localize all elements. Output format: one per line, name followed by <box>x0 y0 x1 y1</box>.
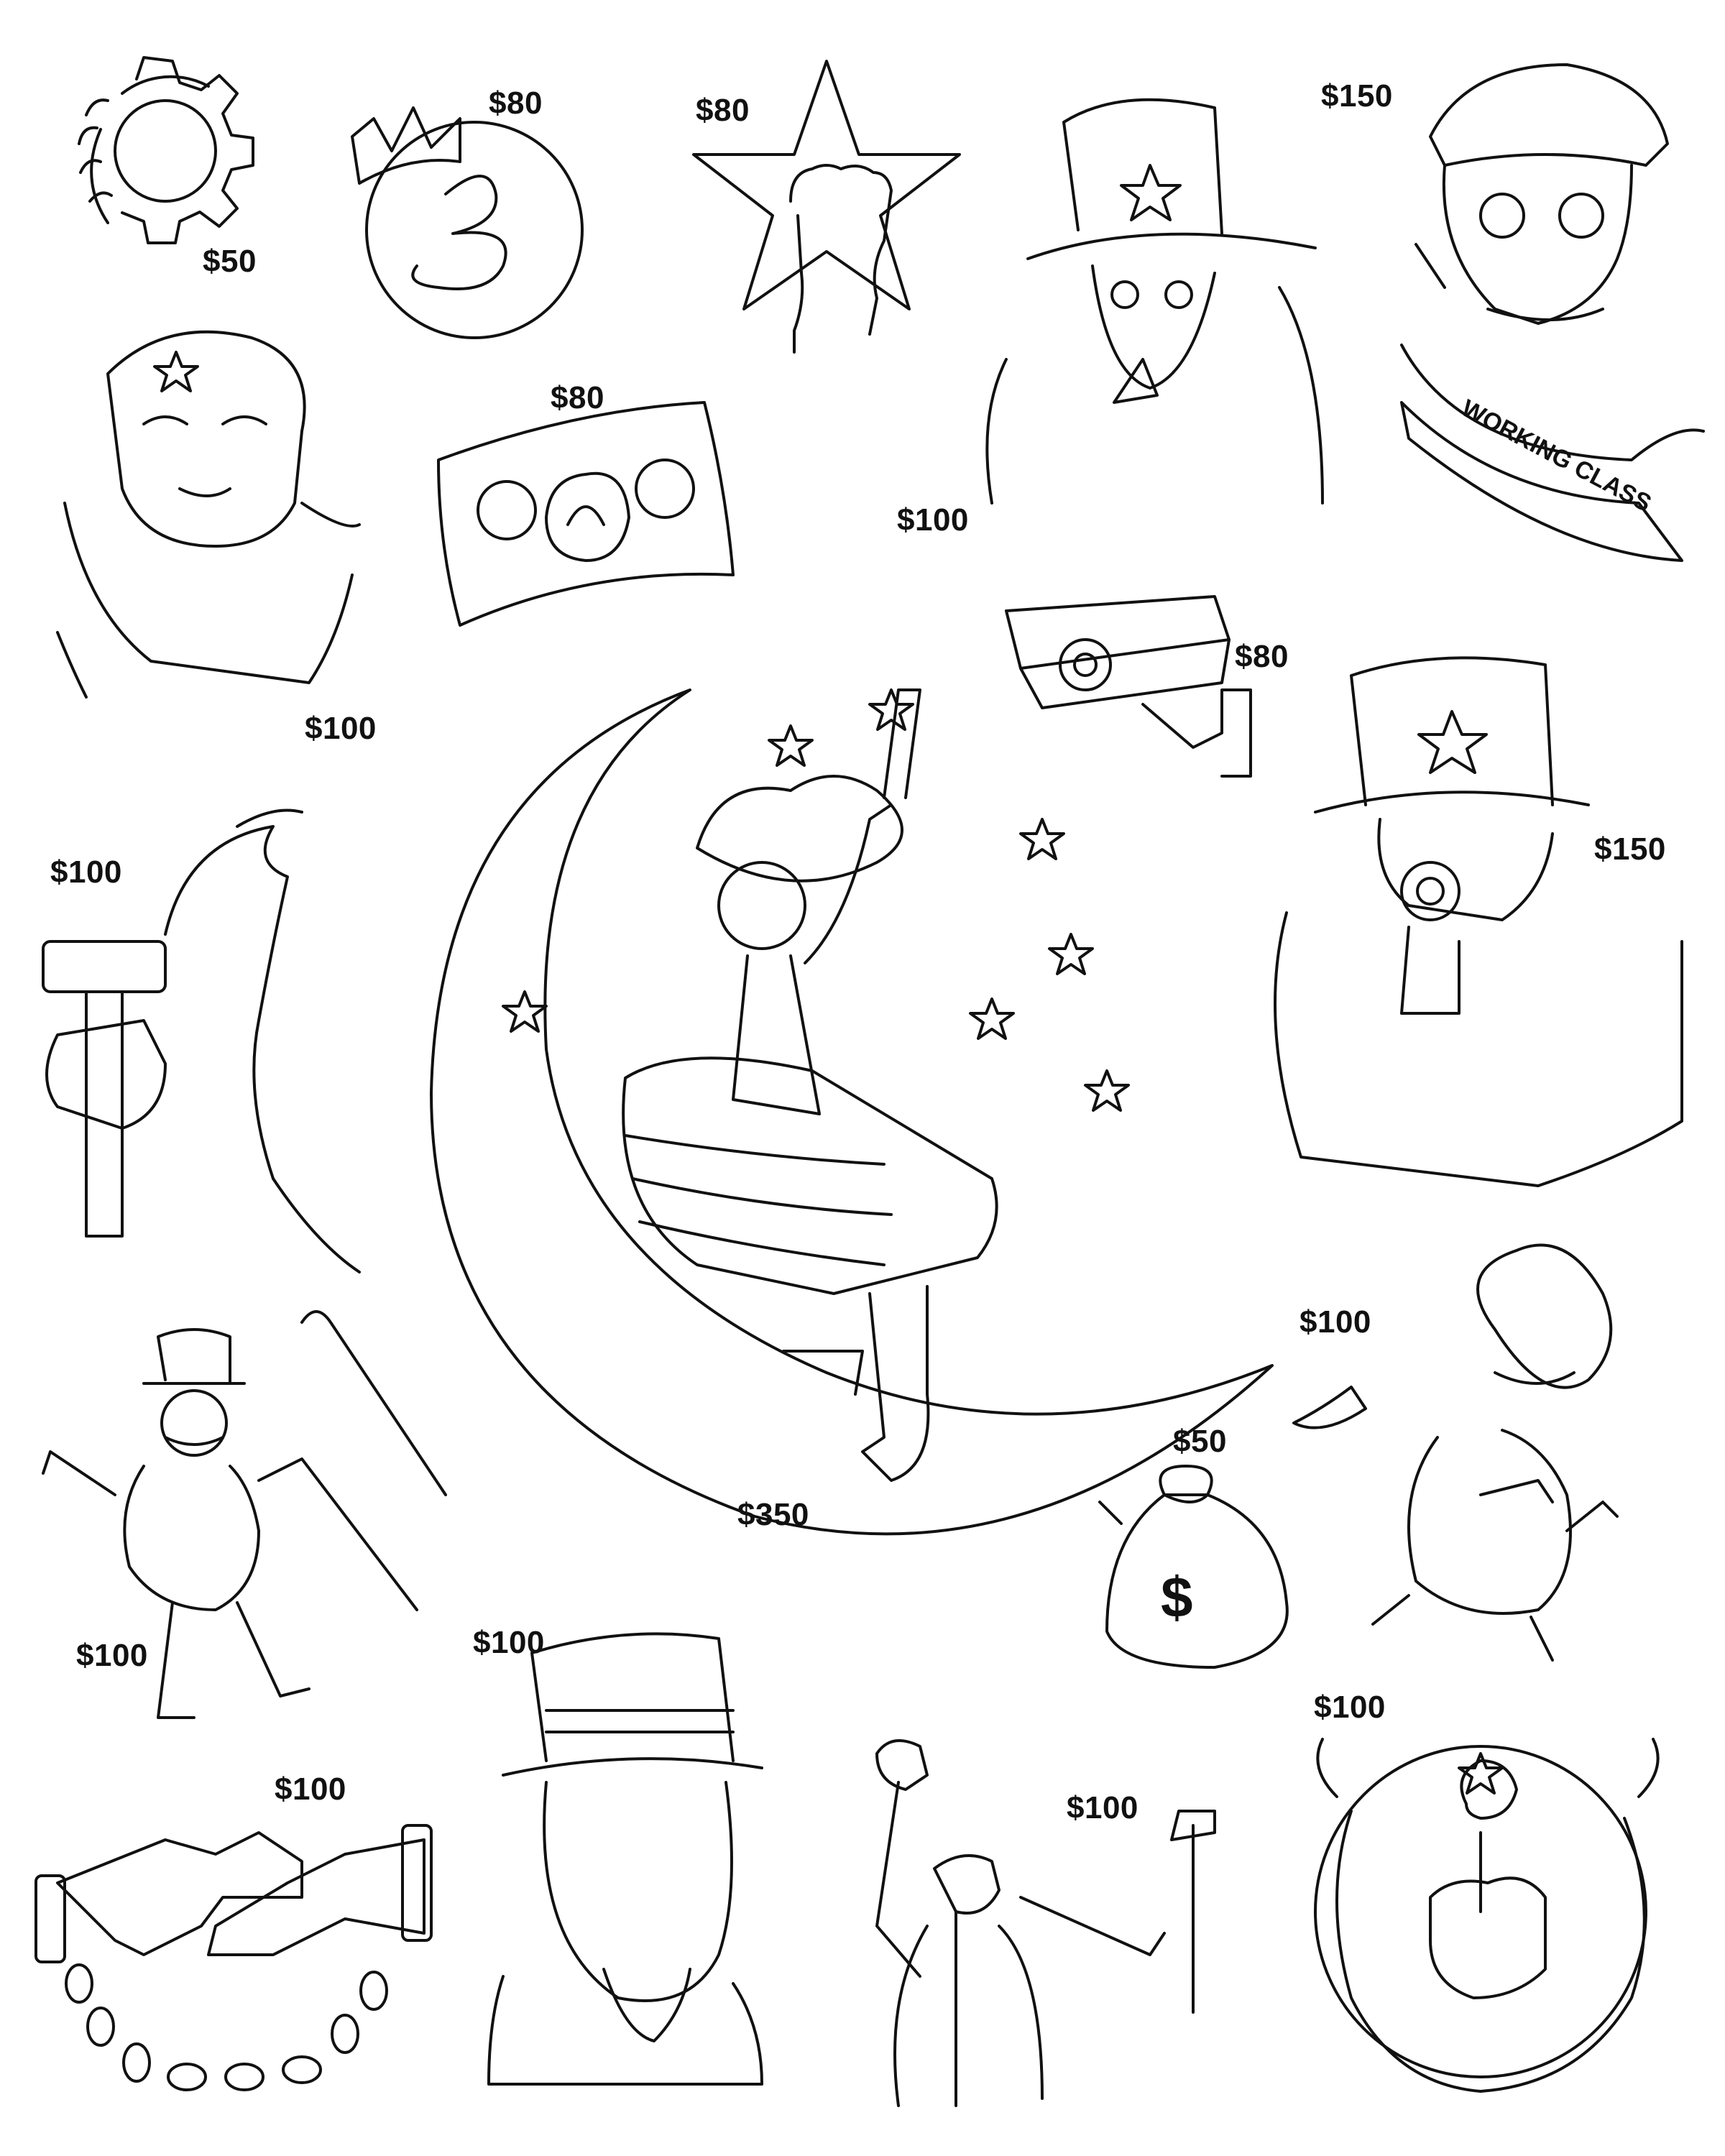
moon-lady <box>430 688 1274 1536</box>
rose-fist-gear <box>1314 1738 1660 2093</box>
price-star-raised-fist: $80 <box>696 93 750 128</box>
worker-with-hammer <box>875 1739 1216 2107</box>
dollar-bill <box>437 401 735 627</box>
price-moon-lady: $350 <box>737 1497 809 1532</box>
skeleton-uncle-sam <box>985 98 1324 505</box>
price-crowned-b-logo: $80 <box>489 86 543 121</box>
uncle-sam-portrait <box>487 1632 763 2086</box>
price-working-class-skull: $150 <box>1321 78 1393 114</box>
svg-text:WORKING CLASS: WORKING CLASS <box>1457 395 1655 517</box>
price-revolutionary-portrait: $100 <box>305 711 377 746</box>
price-monopoly-man: $100 <box>76 1638 148 1673</box>
price-uncle-sam-portrait: $100 <box>473 1625 545 1660</box>
hand-hammer-silhouette <box>42 808 361 1273</box>
money-bag: $ <box>1098 1465 1289 1669</box>
crowned-b-logo <box>351 106 584 339</box>
price-rose-fist-gear: $100 <box>1314 1690 1386 1725</box>
price-bandit-cherub: $100 <box>1300 1304 1371 1340</box>
bandit-cherub <box>1292 1243 1619 1662</box>
star-raised-fist <box>692 60 961 354</box>
price-uncle-sam-revolver: $150 <box>1594 831 1666 867</box>
price-dollar-bill: $80 <box>551 380 604 415</box>
monopoly-man <box>42 1310 447 1719</box>
price-skeleton-uncle-sam: $100 <box>897 502 969 538</box>
gear-wreath-emblem <box>78 56 254 244</box>
price-security-camera: $80 <box>1235 639 1289 674</box>
svg-text:$: $ <box>1161 1565 1193 1629</box>
price-worker-with-hammer: $100 <box>1067 1790 1138 1825</box>
uncle-sam-revolver <box>1274 656 1683 1187</box>
price-money-bag: $50 <box>1173 1424 1227 1459</box>
shaking-hands-chain <box>34 1824 433 2091</box>
price-gear-wreath-emblem: $50 <box>203 244 257 279</box>
price-shaking-hands-chain: $100 <box>275 1772 346 1807</box>
security-camera <box>1005 595 1252 778</box>
price-hand-hammer-silhouette: $100 <box>50 854 122 890</box>
revolutionary-portrait <box>56 330 361 699</box>
working-class-skull: WORKING CLASS <box>1400 63 1705 562</box>
